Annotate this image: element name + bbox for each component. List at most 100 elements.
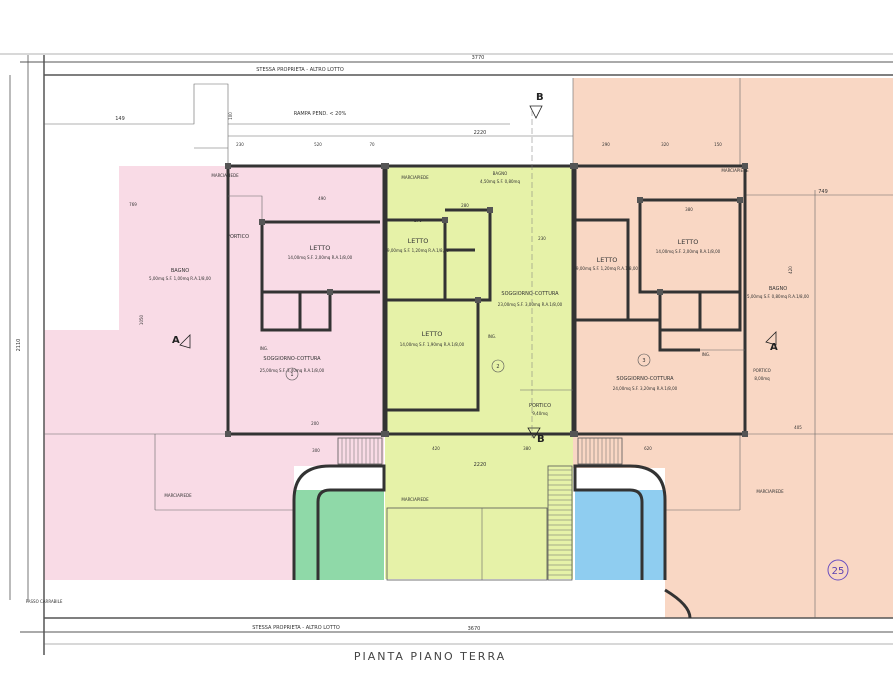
stair-left [337,437,383,465]
dim-small-2: 70 [369,142,375,147]
left-room-bed-info: 14,00mq S.F. 2,00mq R.A.1/8,00 [288,255,353,260]
left-room-living-info: 25,00mq S.F. 3,40mq R.A.1/8,00 [260,368,325,373]
dim-small-16: 300 [312,448,320,453]
walkway-top-left: MARCIAPIEDE [211,173,239,178]
dim-middle-top: 2220 [474,130,487,136]
column-marker [742,431,748,437]
unit-left-number: 1 [290,372,293,378]
dim-small-20: 405 [794,425,802,430]
unit-right-badge[interactable] [637,353,651,367]
unit-right-zone-lower [665,468,893,618]
left-room-bed-name: LETTO [310,244,331,252]
column-marker [737,197,743,203]
dim-small-3: 290 [602,142,610,147]
dim-small-18: 769 [129,202,137,207]
left-room-bath-name: BAGNO [171,268,189,274]
right-room-bed-info: 14,00mq S.F. 2,00mq R.A.1/8,00 [656,249,721,254]
right-room-bath-name: BAGNO [769,286,787,292]
unit-right-number: 3 [642,358,645,364]
lot-number-circle[interactable] [827,559,849,581]
unit-middle-number: 2 [496,364,499,370]
mid-room-portico-name: PORTICO [529,403,551,409]
walkway-bottom-middle: MARCIAPIEDE [401,497,429,502]
section-arrow-b-top-icon [529,105,543,119]
left-entrance: ING. [260,346,269,351]
unit-left-badge[interactable] [285,367,299,381]
column-marker [742,163,748,169]
dim-small-0: 230 [236,142,244,147]
dim-small-5: 150 [714,142,722,147]
walkway-top-right: MARCIAPIEDE [721,168,749,173]
column-marker [657,289,663,295]
right-room-living-name: SOGGIORNO-COTTURA [616,376,674,382]
mid-entrance: ING. [488,334,497,339]
right-room-bed-small-info: 9,00mq S.F. 1,20mq R.A.1/8,00 [576,266,638,271]
column-marker [225,431,231,437]
column-marker [383,431,389,437]
dim-small-4: 320 [661,142,669,147]
mid-room-portico-info: 9,40mq [532,411,548,416]
dim-small-6: 100 [228,112,233,120]
plan-title: PIANTA PIANO TERRA [354,650,506,663]
mid-room-bath-name: BAGNO [493,171,508,176]
unit-left-zone-lower [44,330,294,580]
dim-small-13: 620 [644,446,652,451]
dim-small-8: 270 [414,218,422,223]
mid-room-bed1-name: LETTO [408,237,429,245]
label-ramp: RAMPA PEND. < 20% [294,111,347,117]
label-top-neighbor: STESSA PROPRIETA - ALTRO LOTTO [256,67,344,73]
right-entrance: ING. [702,352,711,357]
middle-parking [386,507,548,581]
section-arrow-a-right-icon [765,331,777,346]
right-room-bed-small-name: LETTO [597,256,618,264]
right-lower-curve [664,588,692,619]
building-right-outline [573,164,747,436]
dim-top-total: 3770 [472,55,485,61]
lot-outline-inner-left [44,83,229,166]
dim-small-12: 380 [523,446,531,451]
mid-room-bed2-info: 14,00mq S.F. 1,90mq R.A.1/8,00 [400,342,465,347]
wall-left-bath [260,292,332,332]
wall-right-living [575,318,700,352]
lot-number: 25 [832,566,845,577]
right-room-portico-name: PORTICO [753,368,771,373]
column-marker [225,163,231,169]
dim-small-7: 490 [318,196,326,201]
dim-small-19: 420 [788,266,793,274]
section-marker-b-bottom[interactable]: B [537,434,545,445]
mid-room-living-info: 23,00mq S.F. 3,00mq R.A.1/8,00 [498,302,563,307]
label-bottom-neighbor: STESSA PROPRIETA - ALTRO LOTTO [252,625,340,631]
garage-left-zone[interactable] [294,490,384,580]
right-room-portico-info: 8,00mq [754,376,770,381]
stair-right-treads [581,438,619,464]
wall-left-portico [228,195,263,222]
dim-middle-total: 2220 [474,462,487,468]
unit-middle-badge[interactable] [491,359,505,373]
dim-small-11: 420 [432,446,440,451]
mid-room-bath-info: 4,50mq S.F. 0,80mq [480,179,520,184]
unit-right-zone[interactable] [573,78,893,468]
mid-room-bed2-name: LETTO [422,330,443,338]
label-passo: PASSO CARRABILE [26,599,63,604]
column-marker [327,289,333,295]
walkway-bottom-right: MARCIAPIEDE [756,489,784,494]
section-marker-a-left[interactable]: A [172,335,180,346]
column-marker [383,163,389,169]
column-marker [572,431,578,437]
dim-small-10: 230 [538,236,546,241]
dim-small-15: 200 [311,421,319,426]
dim-bottom-total: 3670 [468,626,481,632]
column-marker [259,219,265,225]
dim-left-width: 149 [115,116,125,122]
garage-right-zone[interactable] [575,490,665,580]
left-room-portico-name: PORTICO [227,234,249,240]
building-left-outline [226,164,386,436]
section-marker-a-right[interactable]: A [770,342,778,353]
left-room-living-name: SOGGIORNO-COTTURA [263,356,321,362]
dim-small-9: 280 [461,203,469,208]
middle-stair-treads [548,469,572,576]
walkway-top-middle: MARCIAPIEDE [401,175,429,180]
section-marker-b-top[interactable]: B [536,92,544,103]
